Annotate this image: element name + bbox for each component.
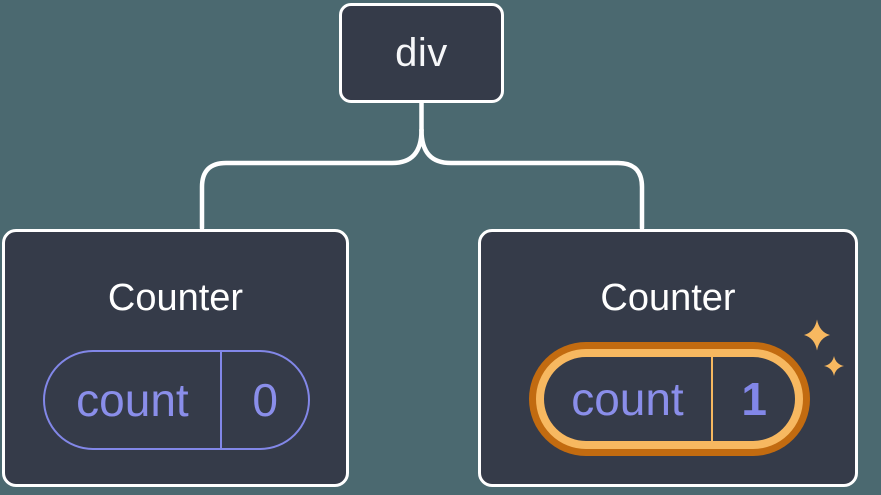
connector-left-branch [199, 127, 424, 231]
state-key-label-right: count [571, 373, 684, 425]
state-key-label-left: count [76, 374, 189, 426]
state-value-right: 1 [741, 373, 767, 425]
counter-title-right: Counter [600, 277, 736, 319]
counter-node-right: Counter count 1 [478, 229, 858, 487]
root-node: div [339, 3, 504, 103]
sparkles-icon [804, 319, 844, 376]
state-value-left: 0 [252, 374, 278, 426]
connector-right-branch [419, 127, 645, 231]
state-pill-left: count 0 [43, 350, 310, 450]
counter-node-left: Counter count 0 [2, 229, 349, 487]
sparkle-large [804, 319, 830, 351]
state-pill-right-highlighted: count 1 [536, 349, 803, 449]
root-node-label: div [395, 31, 448, 75]
counter-title-left: Counter [107, 277, 244, 319]
pill-divider-left [219, 352, 223, 448]
sparkle-small [824, 356, 844, 376]
pill-divider-right [710, 357, 714, 441]
